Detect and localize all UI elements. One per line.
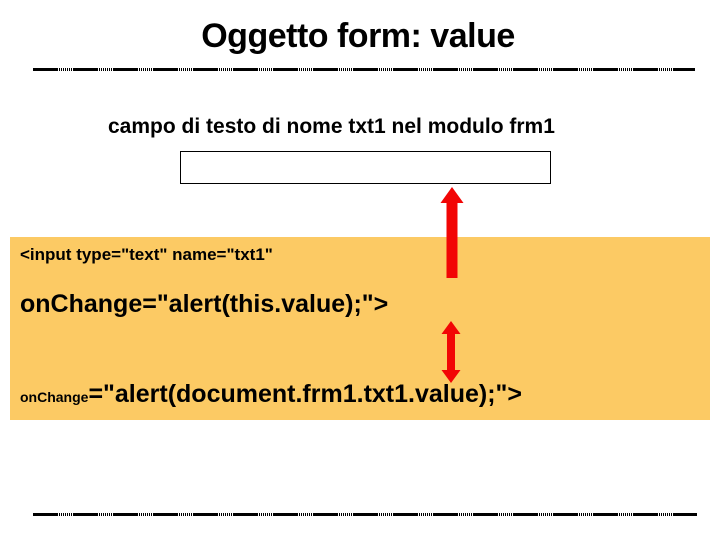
up-arrow-icon [440, 187, 464, 278]
txt1-text-input[interactable] [180, 151, 551, 184]
code-line3-expression: ="alert(document.frm1.txt1.value);"> [88, 380, 522, 408]
double-arrow-icon [441, 321, 461, 383]
code-line-onchange-document: onChange="alert(document.frm1.txt1.value… [20, 382, 522, 407]
code-line-input-tag: <input type="text" name="txt1" [20, 245, 273, 264]
slide-title: Oggetto form: value [201, 17, 515, 55]
subtitle-caption: campo di testo di nome txt1 nel modulo f… [108, 115, 555, 138]
code-line-onchange-this: onChange="alert(this.value);"> [20, 290, 389, 318]
code-line3-onchange-label: onChange [20, 389, 89, 405]
title-divider-line [33, 68, 695, 71]
footer-divider-line [33, 513, 697, 516]
code-highlight-box [10, 237, 710, 420]
